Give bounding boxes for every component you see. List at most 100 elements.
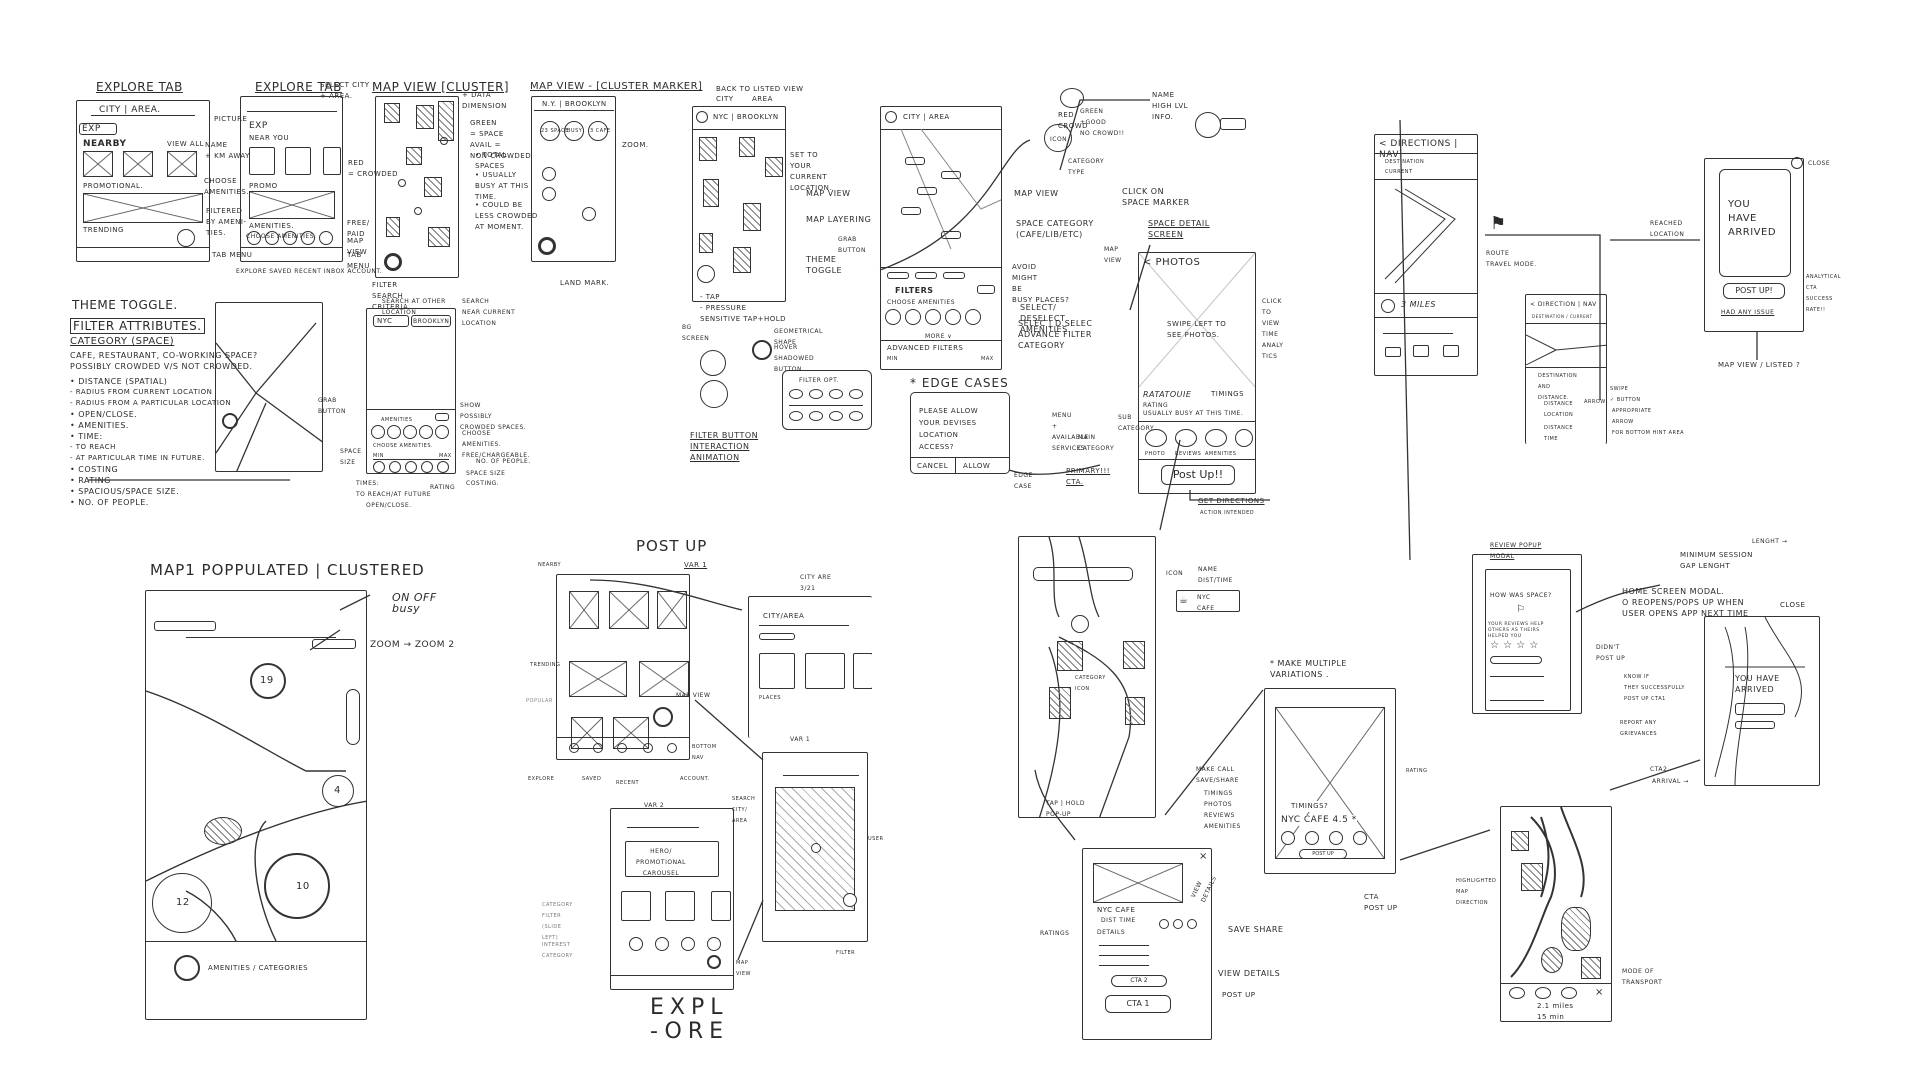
view-all-link[interactable]: VIEW ALL <box>167 140 205 148</box>
location-search[interactable]: NYC | BROOKLYN <box>713 113 779 121</box>
know-note: KNOW IF THEY SUCCESSFULLY POST UP CTA1 <box>1624 674 1685 702</box>
transport-mode[interactable] <box>1561 987 1577 999</box>
post-up-button[interactable]: Post Up!! <box>1161 465 1235 485</box>
crowded-toggle[interactable] <box>435 413 449 421</box>
direction-nav-header[interactable]: < DIRECTION | NAV <box>1530 301 1597 308</box>
near-you-label: NEAR YOU <box>249 134 290 142</box>
back-button[interactable] <box>696 111 708 123</box>
filter-options-card: FILTER OPT. <box>782 370 872 430</box>
hover-note: HOVER SHADOWED BUTTON <box>774 344 815 373</box>
marker-card[interactable]: ☕ NYC CAFE <box>1176 590 1240 612</box>
attribute-line: • OPEN/CLOSE. <box>70 410 138 419</box>
category-photo[interactable]: PHOTO <box>1145 451 1166 457</box>
search-bar[interactable] <box>1033 567 1133 581</box>
edge-case-label: EDGE CASE <box>1014 472 1033 490</box>
category-heading: CATEGORY (SPACE) <box>70 336 175 347</box>
flag-icon: ⚐ <box>1516 604 1526 615</box>
cta1-button[interactable] <box>1735 703 1785 715</box>
avoid-busy-toggle[interactable] <box>977 285 995 294</box>
tab-saved[interactable] <box>593 743 603 753</box>
cluster-marker[interactable]: 23 SPACE <box>541 128 569 134</box>
filter-button[interactable] <box>843 893 857 907</box>
attribute-line: • TIME: <box>70 432 103 441</box>
map-view-button[interactable] <box>653 707 673 727</box>
review-input[interactable] <box>1490 656 1542 664</box>
city-area-search[interactable]: CITY/AREA <box>763 612 805 620</box>
allow-button[interactable]: ALLOW <box>963 462 991 470</box>
zoom-control[interactable] <box>346 689 360 745</box>
amenities-categories-filter[interactable]: AMENITIES / CATEGORIES <box>208 964 309 972</box>
promotional-label: PROMOTIONAL. <box>83 182 144 190</box>
tab-recent[interactable] <box>617 743 627 753</box>
sub-category-note: SUB CATEGORY. <box>1118 414 1156 432</box>
map-theme-frame <box>215 302 323 472</box>
cluster-count[interactable]: 12 <box>176 897 190 908</box>
city-area-search[interactable]: CITY | AREA. <box>99 105 161 115</box>
city-chip[interactable]: NYC <box>377 317 393 325</box>
hero-carousel[interactable]: HERO/ PROMOTIONAL CAROUSEL <box>625 841 719 877</box>
busy-toggle[interactable] <box>312 639 356 649</box>
theme-toggle-button[interactable] <box>222 413 238 429</box>
transport-mode[interactable] <box>1509 987 1525 999</box>
action-icon[interactable] <box>1159 919 1169 929</box>
filter-button[interactable] <box>384 253 402 271</box>
cluster-count[interactable]: 4 <box>334 785 341 796</box>
star-rating[interactable]: ☆ ☆ ☆ ☆ <box>1490 640 1539 651</box>
cancel-button[interactable]: CANCEL <box>917 462 949 470</box>
cta2-button[interactable] <box>1735 721 1775 729</box>
share-icon[interactable] <box>1187 919 1197 929</box>
category-amenities[interactable]: AMENITIES <box>1205 451 1237 457</box>
geometric-note: GEOMETRICAL SHAPE <box>774 328 823 346</box>
tab-account[interactable] <box>667 743 677 753</box>
cta-2-button[interactable]: CTA 2 <box>1111 975 1167 987</box>
time-row[interactable]: DISTANCE TIME <box>1544 425 1573 442</box>
red-note: RED = CROWDED <box>348 159 398 178</box>
current-field[interactable]: CURRENT <box>1385 169 1413 175</box>
cluster-count[interactable]: 19 <box>260 675 274 686</box>
range-slider[interactable] <box>373 459 449 460</box>
post-up-button[interactable]: POST UP! <box>1723 283 1785 299</box>
had-issue-link[interactable]: HAD ANY ISSUE <box>1721 309 1775 316</box>
filters-heading: FILTERS <box>895 286 934 295</box>
cta2-label: CTA2 <box>1650 766 1668 773</box>
search-other-note: SEARCH AT OTHER LOCATION <box>382 298 446 316</box>
cluster-count[interactable]: 10 <box>296 881 310 892</box>
category-reviews[interactable]: REVIEWS <box>1175 451 1202 457</box>
timings-link[interactable]: TIMINGS <box>1211 390 1245 398</box>
cluster-marker[interactable]: 3 CAFE <box>590 128 611 134</box>
select-advanced-note: SELEC | D.SELEC ADVANCE FILTER CATEGORY <box>1018 319 1093 350</box>
map-view-icon[interactable] <box>177 229 195 247</box>
map-search-input[interactable]: N.Y. | BROOKLYN <box>542 100 607 108</box>
filter-toggle-icon[interactable] <box>174 955 200 981</box>
tab-explore[interactable] <box>569 743 579 753</box>
photos-header[interactable]: < PHOTOS <box>1143 257 1201 268</box>
destination-field[interactable]: DESTINATION <box>1385 159 1425 165</box>
location-row[interactable]: DISTANCE LOCATION <box>1544 401 1574 418</box>
transport-mode[interactable] <box>1535 987 1551 999</box>
destination-row[interactable]: DESTINATION AND DISTANCE. <box>1538 373 1578 401</box>
cta-1-button[interactable]: CTA 1 <box>1105 995 1171 1013</box>
zoom-note: ZOOM → ZOOM 2 <box>370 640 455 650</box>
area-chip[interactable]: BROOKLYN <box>413 318 450 325</box>
theme-toggle-button[interactable] <box>697 265 715 283</box>
variation-post-up-button[interactable]: POST UP <box>1299 849 1347 859</box>
tab-inbox[interactable] <box>643 743 653 753</box>
filter-button[interactable] <box>538 237 556 255</box>
city-area-search[interactable]: CITY | AREA <box>903 113 950 121</box>
map-roads <box>216 322 322 471</box>
area-note: AREA <box>752 95 773 103</box>
space-name: RATATOUIE <box>1143 390 1192 399</box>
close-icon[interactable]: × <box>1595 987 1604 998</box>
map-marker-title: MAP VIEW - [CLUSTER MARKER] <box>530 81 703 92</box>
details-label: DETAILS <box>1097 929 1126 936</box>
save-icon[interactable] <box>1173 919 1183 929</box>
close-button[interactable] <box>1791 157 1803 169</box>
cluster-marker[interactable]: BUSY <box>567 128 583 134</box>
directions-header[interactable]: < DIRECTIONS | NAV <box>1379 139 1458 160</box>
close-icon[interactable]: × <box>1199 851 1208 862</box>
more-toggle[interactable]: MORE ∨ <box>925 333 953 340</box>
map-view-note: MAP VIEW <box>1104 246 1122 264</box>
map-view-button[interactable] <box>707 955 721 969</box>
back-button[interactable] <box>885 111 897 123</box>
max-label: MAX <box>439 453 452 459</box>
